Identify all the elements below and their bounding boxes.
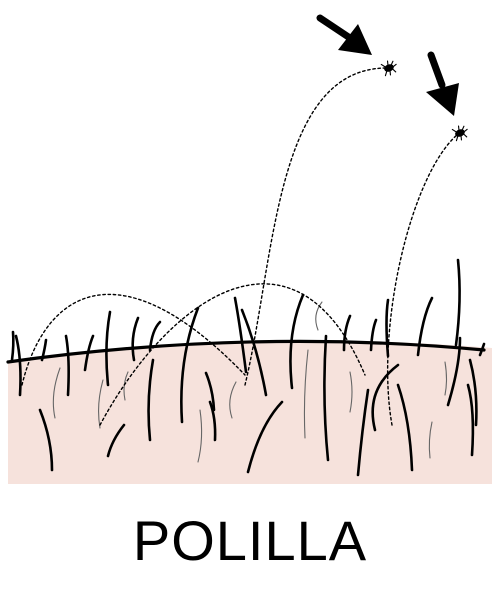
hair [106,423,126,458]
skin-surface-line [6,339,486,364]
hair [446,336,462,407]
hair [468,358,478,427]
hair [83,334,95,372]
flea-body [384,64,394,72]
jump-trajectories [21,67,459,426]
jump-path [244,67,386,386]
inner-hairs [52,301,448,463]
flea-insect-icon [380,60,397,77]
inner-hair [52,367,61,419]
arrow-pointer-icon [426,51,459,116]
hair [131,316,140,362]
hair [10,330,15,362]
jump-path [386,133,459,426]
hair [180,306,200,424]
hair [323,334,330,462]
inner-hair [97,379,104,429]
hair [369,318,378,352]
inner-hair [315,301,323,331]
inner-hair [428,421,433,459]
skin-section [8,340,492,484]
hair [466,383,475,457]
inner-hair [303,349,309,439]
hair [342,314,352,352]
arrow-shaft [427,51,446,89]
flea-body [455,129,465,137]
diagram-caption: POLILLA [132,509,368,572]
arrow-shaft [316,14,354,42]
hair [371,363,400,432]
hairs [10,258,486,477]
hair [240,308,268,397]
inner-hair [229,381,237,419]
hair [105,310,112,387]
hair [416,296,434,357]
hair [289,293,305,390]
hair [356,388,370,477]
hair [208,400,217,442]
arrow-head [338,24,372,55]
jump-path [21,293,246,386]
hair [38,408,54,472]
hair [396,383,414,472]
inner-hair [444,361,448,396]
hair [246,400,284,474]
hair [454,258,461,347]
jump-path [99,283,366,426]
hair [64,334,70,397]
hair [147,358,155,442]
arrow-head [426,83,459,116]
hair [204,371,216,412]
flea-insect-icon [451,125,468,142]
hair [14,334,22,397]
inner-hair [349,371,353,413]
skin-body [8,340,492,484]
inner-hair [197,409,203,463]
arrow-pointer-icon [316,14,372,55]
hairy-skin-diagram [6,14,492,484]
hair [233,296,248,374]
